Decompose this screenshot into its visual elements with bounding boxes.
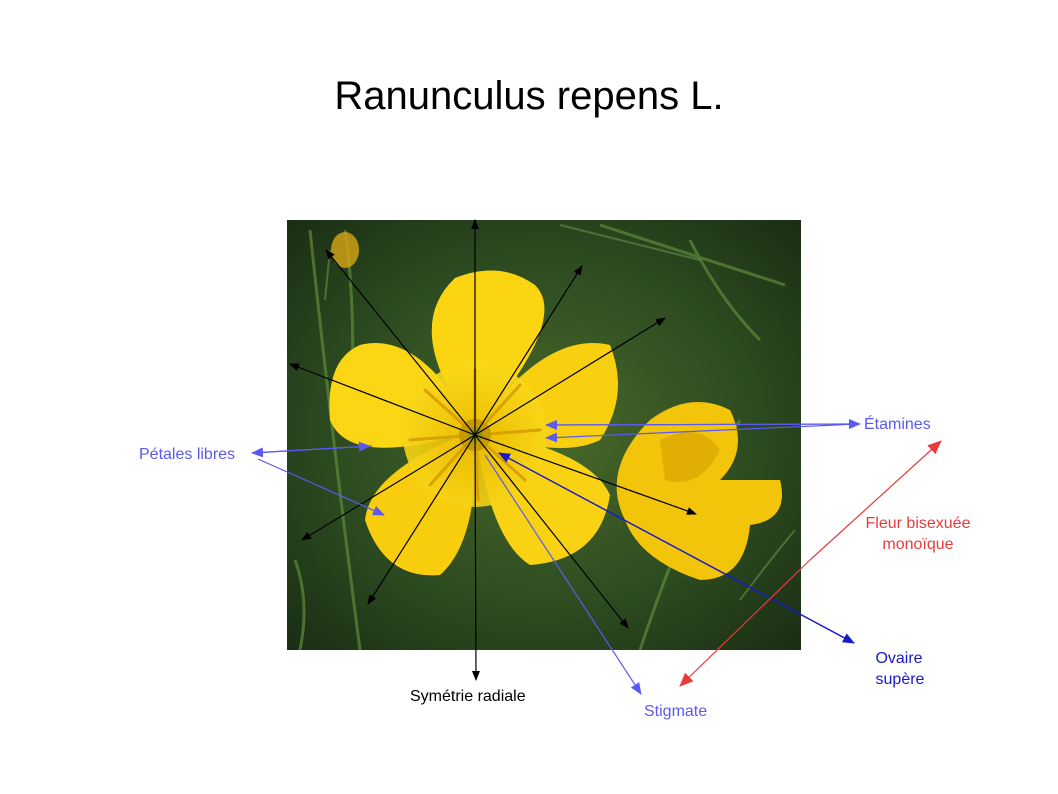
main-flower	[329, 270, 618, 576]
flower-type-arrow	[679, 440, 942, 687]
ovary-label-line2: supère	[876, 671, 925, 688]
stamens-label: Étamines	[864, 414, 931, 433]
petals-arrows	[251, 441, 385, 516]
stigma-label: Stigmate	[644, 703, 707, 720]
page-title: Ranunculus repens L.	[334, 74, 724, 118]
flower-photo	[287, 220, 801, 650]
symmetry-label: Symétrie radiale	[410, 688, 526, 705]
flower-type-label-line2: monoïque	[882, 536, 953, 553]
symmetry-axes	[289, 219, 697, 681]
flower-type-label-line1: Fleur bisexuée	[866, 515, 971, 532]
secondary-flower	[616, 402, 782, 580]
petals-label: Pétales libres	[139, 446, 235, 463]
ovary-arrow	[498, 452, 855, 644]
stamens-arrows	[545, 419, 861, 443]
stigma-arrow	[484, 454, 642, 695]
ovary-label-line1: Ovaire	[875, 650, 922, 667]
